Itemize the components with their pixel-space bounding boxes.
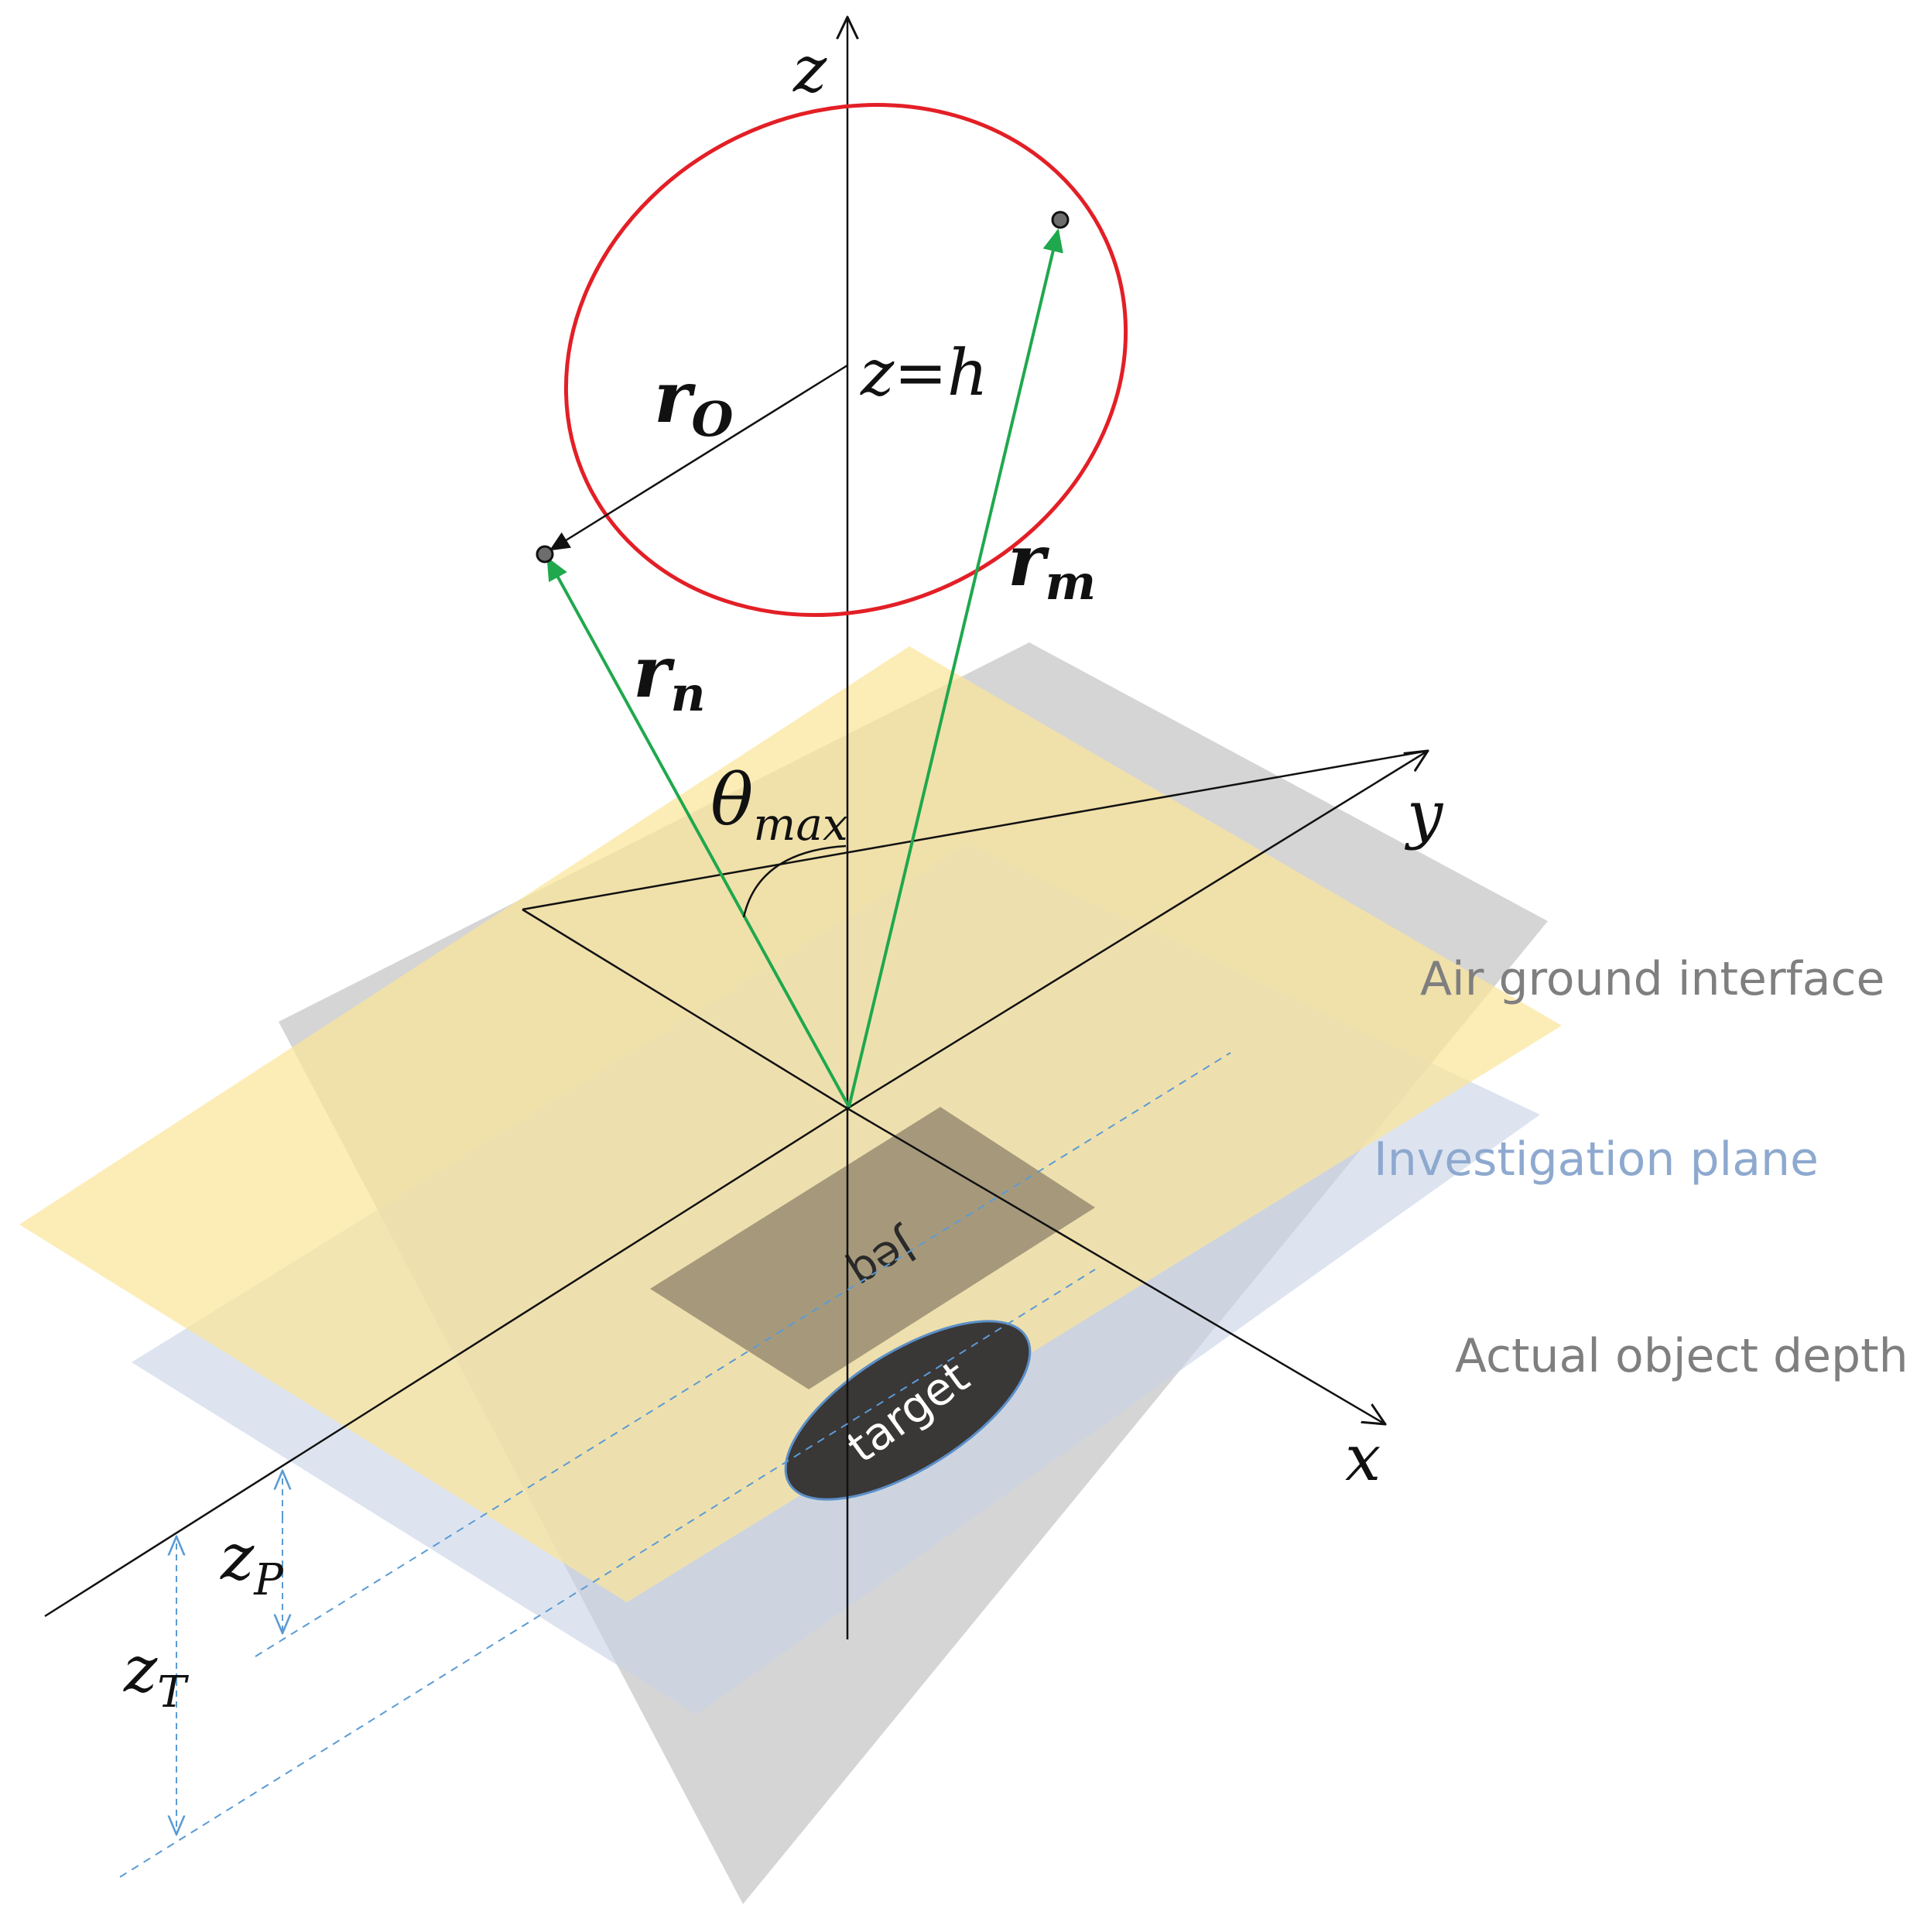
air-ground-interface-plane [19, 646, 1562, 1602]
y-axis-negative [522, 908, 848, 1110]
r-m-label: rm [1008, 519, 1096, 611]
radius-vector-r-o [549, 364, 848, 551]
x-axis-label: x [1345, 1422, 1381, 1495]
point-m [1051, 211, 1070, 229]
theta-max-label: θmax [710, 759, 848, 851]
y-axis-positive [847, 751, 1428, 1110]
air-ground-interface-label: Air ground interface [1420, 952, 1884, 1006]
depth-dashed-line [119, 1269, 1096, 1878]
x-axis-negative [44, 1107, 848, 1618]
y-axis-label: y [1404, 778, 1444, 851]
vector-r-n [546, 557, 851, 1108]
point-n [536, 545, 554, 564]
measurement-circle [563, 103, 1128, 617]
z-axis-label: z [792, 33, 827, 107]
x-axis-positive [847, 1107, 1385, 1424]
jeq-rectangle [650, 1107, 1095, 1389]
z-t-label: zT [123, 1633, 189, 1718]
r-n-label: rn [633, 630, 706, 722]
vector-r-m [847, 228, 1063, 1108]
z-equals-h-label: z=h [860, 337, 988, 410]
theta-max-arc [742, 844, 847, 918]
y-axis [522, 749, 1429, 911]
actual-object-depth-label: Actual object depth [1455, 1329, 1908, 1383]
r-o-label: rO [654, 355, 734, 447]
z-p-label: zP [220, 1521, 284, 1605]
investigation-plane-label: Investigation plane [1374, 1132, 1819, 1187]
investigation-dashed-line [255, 1052, 1231, 1657]
